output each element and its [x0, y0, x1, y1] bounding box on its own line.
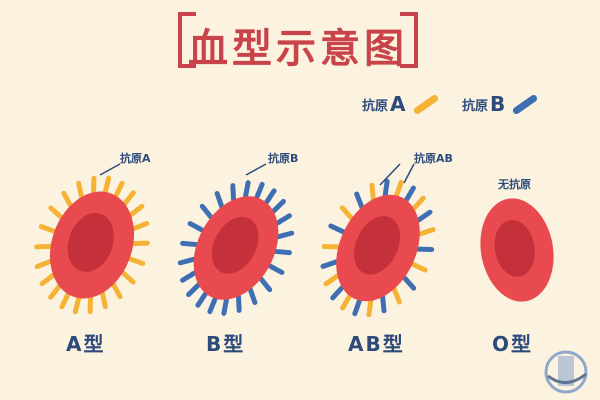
antigen-spike: [354, 191, 365, 210]
antigen-spike: [48, 283, 62, 300]
legend-b-prefix: 抗原: [462, 98, 489, 114]
antigen-spike: [263, 188, 277, 205]
antigen-spike: [267, 263, 285, 275]
antigen-spike: [411, 195, 426, 212]
legend-b-letter: B: [490, 92, 506, 116]
antigen-spike: [243, 180, 251, 199]
antigen-spike: [330, 284, 345, 301]
antigen-spike: [417, 227, 436, 237]
antigen-spike: [340, 293, 353, 311]
antigen-spike: [59, 291, 71, 310]
antigen-spike: [195, 291, 209, 308]
antigen-spike: [352, 298, 362, 317]
legend-antigen-a: 抗原 A: [362, 92, 440, 116]
antigen-spike: [187, 221, 205, 233]
antigen-spike: [394, 179, 404, 198]
antigen-spike: [274, 213, 292, 226]
antigen-spike: [391, 286, 402, 305]
watermark-logo-icon: [544, 350, 588, 394]
annotation-leader: [99, 163, 121, 176]
label-type-b: B型: [206, 332, 246, 356]
antigen-spike: [113, 180, 125, 199]
label-type-o: O型: [492, 332, 534, 356]
antigen-spike: [339, 205, 355, 221]
antigen-spike: [369, 182, 376, 202]
legend-a-letter: A: [390, 92, 406, 116]
antigen-spike: [122, 190, 136, 207]
antigen-spike: [221, 297, 229, 316]
antigen-spike: [258, 276, 273, 293]
antigen-spike: [323, 273, 341, 287]
antigen-spike: [186, 282, 202, 298]
legend-antigen-b: 抗原 B: [462, 92, 539, 116]
antigen-spike: [214, 191, 225, 210]
annotation-a: 抗原A: [120, 152, 151, 165]
cell-type-b: [177, 163, 295, 316]
cell-core: [211, 216, 259, 274]
cell-type-a: [34, 163, 150, 315]
antigen-spike: [272, 248, 292, 256]
antigen-spike: [120, 270, 136, 285]
antigen-spike: [235, 293, 242, 313]
annotation-ab: 抗原AB: [414, 152, 453, 165]
antigen-spike: [409, 261, 428, 273]
legend-a-prefix: 抗原: [362, 98, 389, 114]
antigen-spike: [254, 181, 265, 200]
antigen-spike: [415, 209, 433, 223]
antigen-spike: [34, 258, 53, 270]
antigen-spike: [76, 180, 85, 200]
antigen-spike: [382, 178, 390, 198]
antigen-spike: [48, 205, 64, 220]
antigen-spike: [72, 295, 82, 315]
antigen-spike: [199, 203, 214, 220]
antigen-spike: [38, 224, 57, 234]
antigen-spike: [230, 183, 237, 203]
page-title: 血型示意图: [188, 26, 408, 72]
antigen-spike: [320, 259, 339, 269]
title-frame: 血型示意图: [178, 12, 418, 72]
antigen-spike: [247, 286, 258, 305]
annotation-leader: [379, 163, 401, 186]
antigen-spike: [380, 294, 387, 314]
antigen-spike: [61, 190, 74, 209]
antigen-spike: [328, 223, 347, 235]
antigen-spike: [110, 281, 123, 300]
antigen-spike: [207, 296, 218, 315]
cell-type-ab: [320, 163, 436, 318]
cell-type-o: [480, 198, 554, 302]
cell-core: [67, 213, 114, 272]
antigen-spike: [401, 275, 417, 291]
label-type-ab: AB型: [348, 332, 405, 356]
antigen-spike: [102, 175, 112, 195]
antigen-spike: [180, 270, 198, 283]
antigen-spike: [99, 290, 108, 310]
cell-core: [354, 216, 401, 275]
antigen-spike: [366, 298, 374, 318]
antigen-spike: [127, 256, 146, 266]
antigen-spike: [403, 185, 416, 203]
annotation-leader: [403, 163, 415, 184]
antigen-spike: [131, 220, 150, 232]
antigen-spike: [270, 198, 286, 214]
antigen-spike: [39, 272, 56, 287]
label-type-a: A型: [66, 332, 106, 356]
annotation-leader: [245, 163, 267, 176]
annotation-b: 抗原B: [268, 152, 299, 165]
annotation-o: 无抗原: [498, 178, 531, 191]
antigen-spike: [275, 230, 295, 240]
cell-core: [494, 220, 535, 277]
antigen-spike: [177, 256, 197, 266]
antigen-spike: [180, 240, 200, 248]
antigen-spike: [128, 203, 145, 218]
